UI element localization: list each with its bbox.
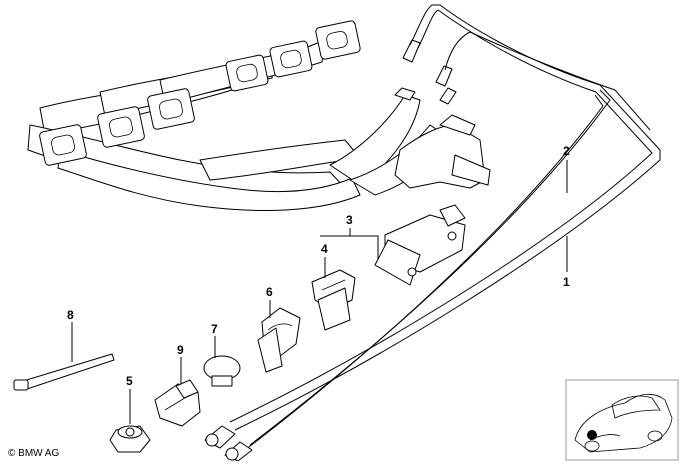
nut-part [109, 425, 151, 453]
grommet-part [203, 355, 241, 387]
callout-4: 4 [321, 242, 328, 256]
callout-2: 2 [563, 144, 570, 158]
callout-1: 1 [563, 275, 570, 289]
cable-tie-part [13, 353, 115, 391]
copyright-text: © BMW AG [8, 448, 59, 459]
callout-5: 5 [126, 374, 133, 388]
callout-7: 7 [211, 322, 218, 336]
callout-8: 8 [67, 308, 74, 322]
clamp-part [154, 379, 201, 427]
callout-9: 9 [177, 343, 184, 357]
callout-3: 3 [346, 213, 353, 227]
vehicle-location-thumbnail [565, 379, 679, 461]
leader-lines [71, 160, 568, 424]
sensor-cable-harness [204, 4, 661, 462]
location-marker-icon [587, 430, 597, 440]
bracket-part [374, 204, 466, 286]
callout-labels: 1 2 3 4 5 6 7 8 9 [67, 144, 570, 388]
exhaust-manifold [27, 20, 491, 212]
callout-6: 6 [266, 285, 273, 299]
cable-holder-part [257, 307, 301, 373]
cable-clip-part [311, 269, 356, 331]
car-outline-icon [574, 393, 673, 453]
